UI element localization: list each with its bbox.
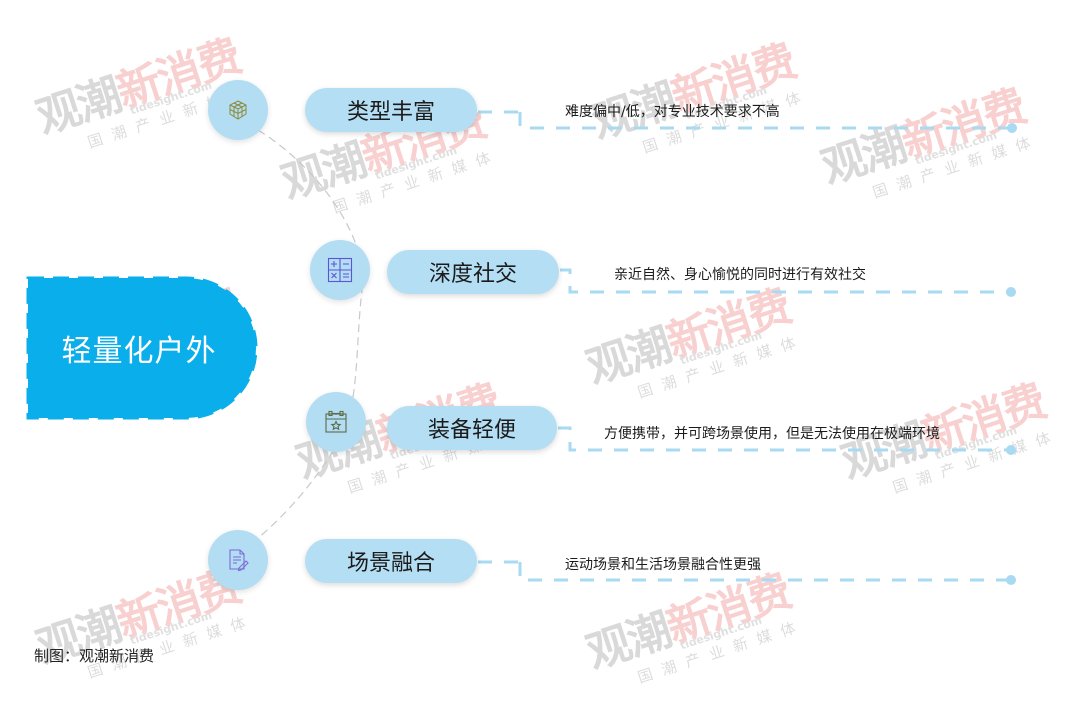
branch-title: 装备轻便: [427, 418, 516, 443]
calculator-icon: [327, 257, 353, 283]
cube-icon: [229, 100, 247, 120]
root-dashed-border: [26, 276, 258, 420]
chart-credit: 制图：观潮新消费: [34, 647, 155, 665]
root-node: 轻量化户外: [26, 276, 258, 420]
document-edit-icon: [229, 549, 249, 572]
branch-description: 方便携带，并可跨场景使用，但是无法使用在极端环境: [604, 426, 940, 442]
root-node-shape: [28, 278, 256, 418]
branch-title: 类型丰富: [346, 100, 435, 125]
branch-title: 深度社交: [428, 262, 517, 287]
branch-icon-circle: [306, 392, 366, 452]
calendar-star-icon: [325, 410, 347, 433]
branch-icon-circle: [310, 240, 370, 300]
branch-pill-equipment: 装备轻便: [387, 406, 557, 450]
branch-pill-variety: 类型丰富: [305, 88, 477, 132]
branch-pill-scene-fusion: 场景融合: [305, 539, 477, 583]
branch-description: 亲近自然、身心愉悦的同时进行有效社交: [614, 267, 866, 283]
branch-pill-social: 深度社交: [387, 250, 559, 294]
branch-icon-circle: [208, 530, 268, 590]
root-label: 轻量化户外: [61, 334, 217, 369]
branch-description: 运动场景和生活场景融合性更强: [565, 557, 761, 573]
branch-icon-circle: [208, 80, 268, 140]
branch-description: 难度偏中/低，对专业技术要求不高: [565, 104, 780, 120]
branch-title: 场景融合: [346, 551, 435, 576]
